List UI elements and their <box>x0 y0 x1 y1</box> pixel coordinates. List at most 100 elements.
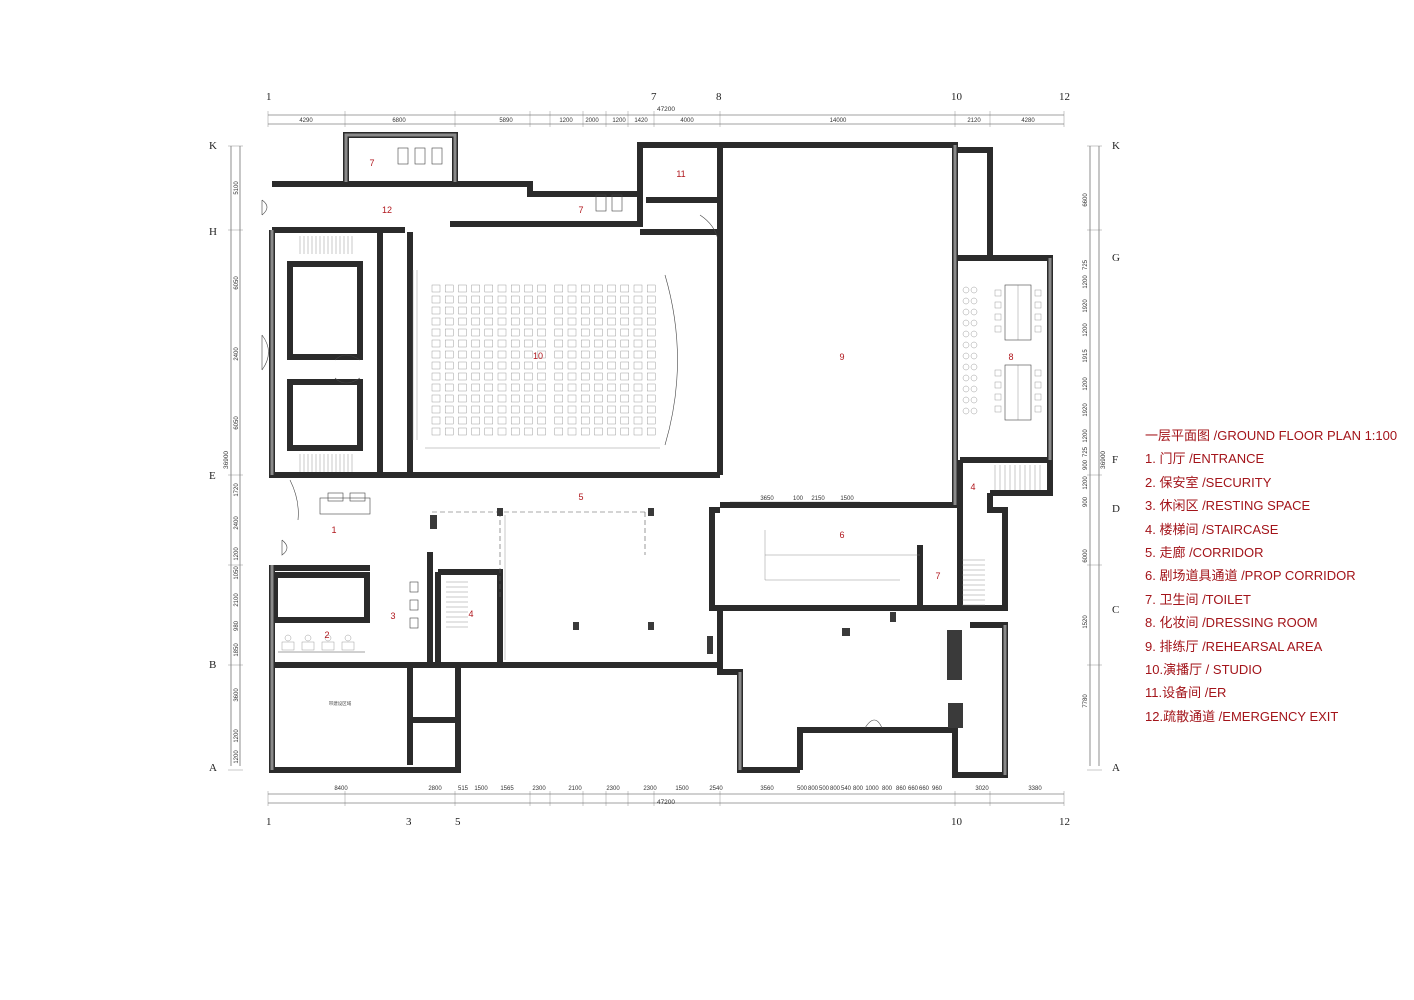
room-9-rehearsal: 9 <box>839 352 844 362</box>
grid-right-G: G <box>1112 252 1120 264</box>
studio-seat <box>620 284 629 293</box>
studio-seat <box>567 317 577 326</box>
studio-seat <box>567 361 577 370</box>
dim-top: 2120 <box>967 118 981 124</box>
dim-top: 4290 <box>299 118 313 124</box>
studio-seat <box>471 350 480 359</box>
studio-seat <box>471 416 480 425</box>
studio-seat <box>633 361 643 370</box>
studio-seat <box>537 284 546 293</box>
studio-seat <box>581 295 590 304</box>
studio-seat <box>607 284 616 293</box>
studio-seat <box>458 284 467 293</box>
studio-seat <box>471 328 480 337</box>
studio-seat <box>484 372 493 381</box>
studio-seat <box>524 350 533 359</box>
grid-right-D: D <box>1112 503 1120 515</box>
studio-seat <box>511 317 520 326</box>
studio-seat <box>484 405 493 414</box>
studio-seat <box>511 372 520 381</box>
dim-bottom: 2300 <box>532 786 546 792</box>
room-1-entrance: 1 <box>331 525 336 535</box>
dim-bottom: 2300 <box>643 786 657 792</box>
studio-seat <box>554 383 563 392</box>
dim-right: 1200 <box>1083 476 1089 490</box>
studio-seat <box>431 394 441 403</box>
grid-bottom-12: 12 <box>1059 816 1070 828</box>
studio-seat <box>497 306 507 315</box>
legend-title: 一层平面图 /GROUND FLOOR PLAN 1:100 <box>1145 428 1398 443</box>
dimension-left: 36900 5100 6050 2400 6050 1720 2400 1200… <box>223 181 240 764</box>
studio-seat <box>594 416 603 425</box>
studio-seating <box>431 284 656 436</box>
studio-seat <box>445 350 454 359</box>
studio-seat <box>647 361 656 370</box>
legend-item: 9. 排练厅 /REHEARSAL AREA <box>1145 638 1323 654</box>
studio-seat <box>524 383 533 392</box>
studio-seat <box>431 350 441 359</box>
dim-right: 900 <box>1083 459 1089 470</box>
studio-seat <box>594 361 603 370</box>
studio-seat <box>633 284 643 293</box>
dim-left: 2400 <box>234 516 240 530</box>
studio-seat <box>567 339 577 348</box>
room-3-resting: 3 <box>390 611 395 621</box>
legend-item: 12.疏散通道 /EMERGENCY EXIT <box>1145 708 1339 724</box>
dim-top: 5890 <box>499 118 513 124</box>
studio-seat <box>607 427 616 436</box>
dim-left: 3600 <box>234 688 240 702</box>
dim-inner: 1500 <box>840 496 854 502</box>
studio-seat <box>471 383 480 392</box>
studio-seat <box>607 416 616 425</box>
studio-seat <box>581 383 590 392</box>
dim-bottom: 2800 <box>428 786 442 792</box>
dim-left: 2100 <box>234 593 240 607</box>
dim-left: 980 <box>234 620 240 631</box>
studio-seat <box>554 328 563 337</box>
studio-seat <box>458 405 467 414</box>
grid-left-B: B <box>209 659 216 671</box>
legend-item: 5. 走廊 /CORRIDOR <box>1145 545 1264 561</box>
studio-seat <box>537 383 546 392</box>
studio-seat <box>581 427 590 436</box>
studio-seat <box>484 427 493 436</box>
grid-labels-left: K H E B A <box>209 140 217 774</box>
studio-seat <box>431 284 441 293</box>
room-7-toilet-center: 7 <box>578 205 583 215</box>
dim-top: 6800 <box>392 118 406 124</box>
studio-seat <box>633 328 643 337</box>
studio-seat <box>471 394 480 403</box>
studio-seat <box>567 350 577 359</box>
studio-seat <box>647 328 656 337</box>
dim-left-total: 36900 <box>223 451 230 469</box>
studio-seat <box>458 328 467 337</box>
studio-seat <box>620 306 629 315</box>
room-6-prop-corridor: 6 <box>839 530 844 540</box>
studio-seat <box>471 361 480 370</box>
studio-seat <box>594 427 603 436</box>
room-8-dressing: 8 <box>1008 352 1013 362</box>
studio-seat <box>537 416 546 425</box>
studio-seat <box>647 350 656 359</box>
studio-seat <box>537 295 546 304</box>
dim-bottom: 960 <box>932 786 943 792</box>
studio-seat <box>537 372 546 381</box>
studio-seat <box>445 394 454 403</box>
studio-seat <box>594 306 603 315</box>
grid-bottom-10: 10 <box>951 816 963 828</box>
studio-seat <box>607 328 616 337</box>
studio-seat <box>581 306 590 315</box>
studio-seat <box>484 295 493 304</box>
studio-seat <box>431 306 441 315</box>
studio-seat <box>497 284 507 293</box>
studio-seat <box>620 295 629 304</box>
studio-seat <box>458 317 467 326</box>
dim-bottom: 3020 <box>975 786 989 792</box>
studio-seat <box>497 295 507 304</box>
grid-left-H: H <box>209 226 217 238</box>
dim-bottom: 800 <box>808 786 819 792</box>
studio-seat <box>445 284 454 293</box>
studio-seat <box>537 405 546 414</box>
dim-bottom: 660 <box>919 786 930 792</box>
